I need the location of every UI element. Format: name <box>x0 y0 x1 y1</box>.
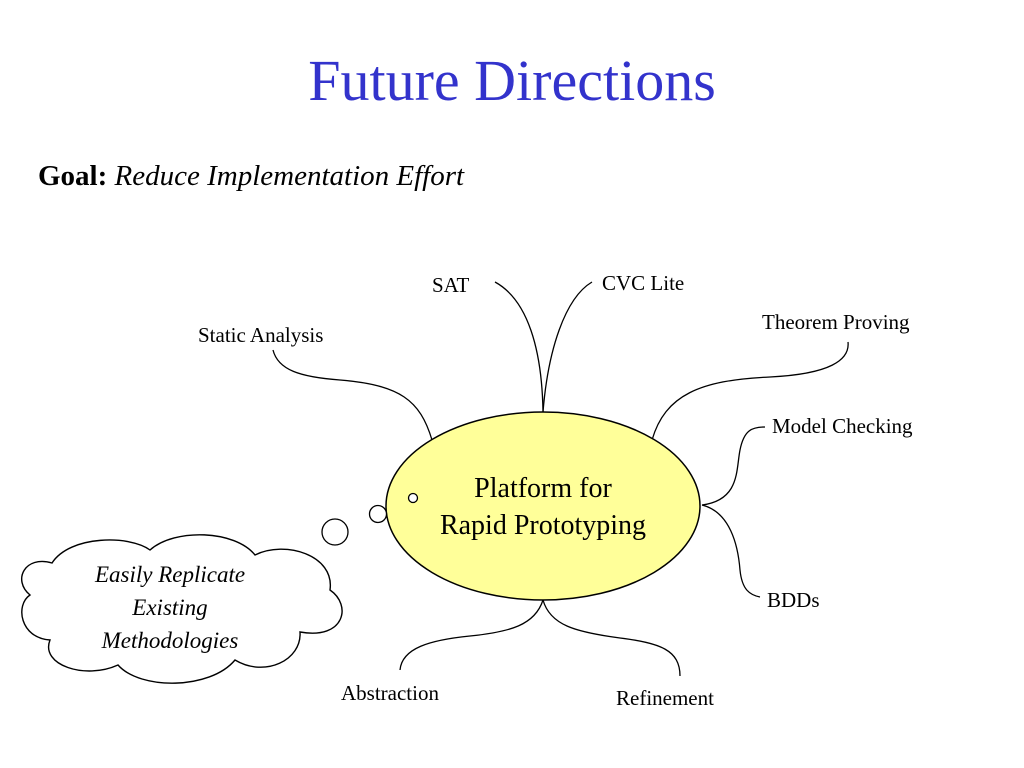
goal-statement: Goal: Reduce Implementation Effort <box>38 160 464 193</box>
thought-bubble-large <box>321 518 349 546</box>
thought-cloud <box>21 534 343 684</box>
slide-title: Future Directions <box>308 48 716 113</box>
center-node-line-2: Rapid Prototyping <box>439 510 647 541</box>
branch-label-model-checking: Model Checking <box>772 414 913 438</box>
thought-cloud-line-2: Existing <box>132 595 208 620</box>
branch-label-refinement: Refinement <box>616 686 714 710</box>
branch-label-sat: SAT <box>432 273 470 297</box>
thought-cloud-line-3: Methodologies <box>101 628 239 653</box>
branch-label-cvc-lite: CVC Lite <box>602 271 685 295</box>
thought-bubble-small <box>407 492 419 504</box>
thought-cloud-line-1: Easily Replicate <box>94 562 246 587</box>
branch-line-refinement <box>542 599 681 677</box>
thought-bubble-medium <box>368 504 388 524</box>
goal-text: Reduce Implementation Effort <box>114 160 465 192</box>
branch-label-abstraction: Abstraction <box>341 681 439 705</box>
goal-label: Goal: <box>38 160 108 192</box>
center-node-label: Platform for Rapid Prototyping <box>388 470 698 544</box>
branch-line-model-checking <box>701 426 766 506</box>
branch-label-static-analysis: Static Analysis <box>198 323 324 347</box>
branch-line-abstraction <box>399 599 544 671</box>
branch-line-bdds <box>701 504 761 598</box>
branch-line-static-analysis <box>272 349 433 441</box>
branch-label-bdds: BDDs <box>767 588 820 612</box>
branch-line-cvc-lite <box>542 281 593 413</box>
center-node-line-1: Platform for <box>474 473 612 504</box>
branch-line-sat <box>494 281 544 413</box>
thought-cloud-text: Easily Replicate Existing Methodologies <box>50 558 290 657</box>
branch-line-theorem-proving <box>651 341 849 441</box>
center-node <box>385 411 701 601</box>
branch-label-theorem-proving: Theorem Proving <box>762 310 910 334</box>
